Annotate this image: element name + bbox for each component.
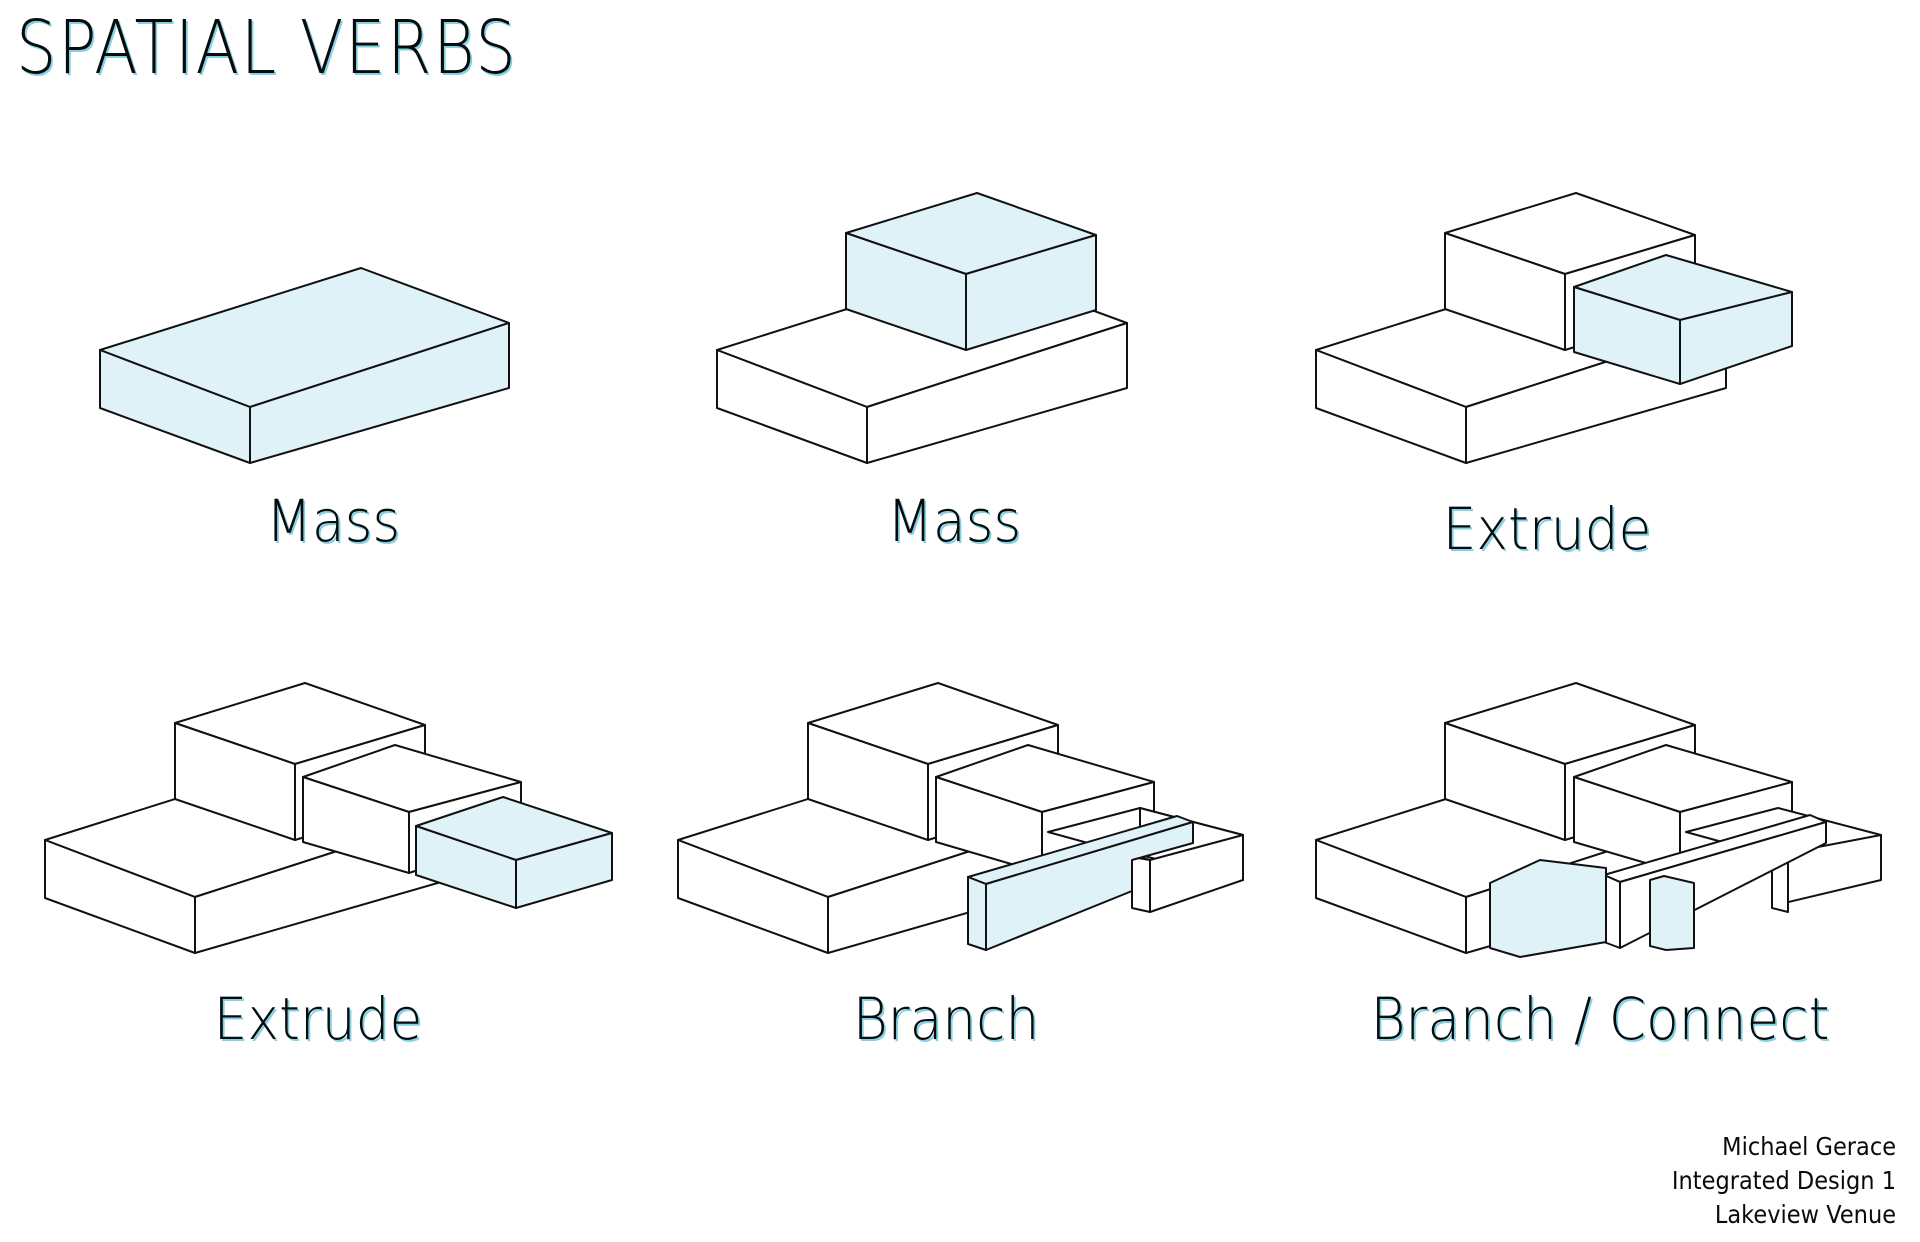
panel-branch-connect	[1315, 682, 1882, 958]
panel-branch	[677, 682, 1244, 954]
second-extrusion-highlighted	[415, 796, 613, 909]
credit-author: Michael Gerace	[1722, 1132, 1896, 1161]
panel-mass-block	[716, 192, 1128, 464]
extrusion-highlighted	[1573, 254, 1793, 385]
connector-highlighted	[1489, 859, 1695, 958]
credit-course: Integrated Design 1	[1671, 1166, 1896, 1195]
panel-mass-slab	[99, 267, 510, 464]
verb-label-extrude-two: Extrude	[213, 985, 423, 1053]
page-title: SPATIAL VERBS	[16, 5, 518, 91]
verb-label-extrude: Extrude	[1442, 495, 1652, 563]
verb-label-mass-block: Mass	[886, 487, 1022, 555]
panel-extrude-two	[44, 682, 613, 954]
branch-wall-highlighted	[967, 815, 1194, 951]
slab-volume-highlighted	[99, 267, 510, 464]
upper-block-highlighted	[845, 192, 1097, 351]
credits-block: Michael Gerace Integrated Design 1 Lakev…	[1672, 1130, 1896, 1232]
panel-extrude-one	[1315, 192, 1793, 464]
verb-label-branch-connect: Branch / Connect	[1370, 985, 1830, 1053]
credit-project: Lakeview Venue	[1714, 1200, 1896, 1229]
verb-label-branch: Branch	[852, 985, 1040, 1053]
verb-label-mass: Mass	[265, 487, 401, 555]
